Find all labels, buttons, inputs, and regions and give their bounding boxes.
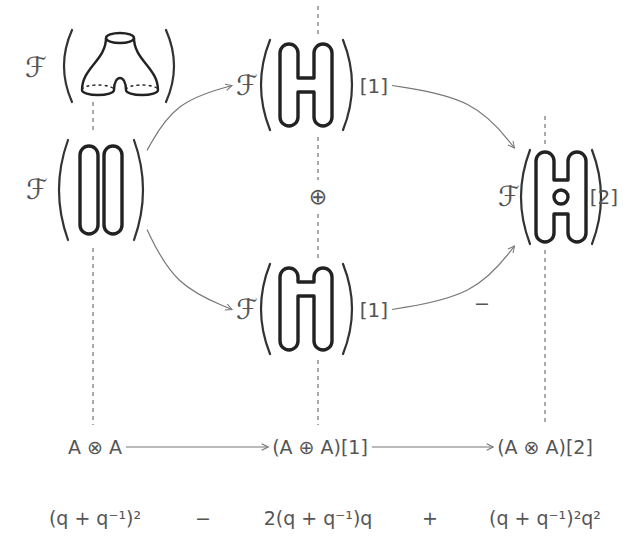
graded-dimension: 2(q + q⁻¹)q (264, 509, 373, 528)
parenthesis (166, 30, 174, 102)
sign: + (422, 509, 438, 528)
map-arrow (392, 86, 514, 149)
parenthesis (261, 264, 270, 354)
parenthesis (261, 40, 270, 130)
smoothing-shape (536, 152, 586, 242)
direct-sum-sign: ⊕ (309, 186, 327, 208)
graded-dimension: (q + q⁻¹)² (49, 509, 141, 528)
cobordism (64, 30, 174, 102)
parenthesis (521, 150, 530, 244)
cobordism-top-circle (106, 33, 134, 43)
parenthesis (343, 264, 352, 354)
term-label: ℱ (236, 296, 258, 324)
module-term: (A ⊕ A)[1] (268, 433, 372, 461)
resolution-term: ℱ [2] (494, 148, 622, 246)
map-arrow (147, 230, 232, 310)
term-label: ℱ (498, 183, 520, 211)
dashed-guide (318, 137, 319, 180)
dashed-guide (318, 6, 319, 34)
dashed-guide (318, 214, 319, 258)
dashed-guides (93, 6, 545, 425)
resolution-left (59, 140, 143, 240)
parenthesis (134, 140, 143, 240)
term-label: A ⊗ A (68, 436, 122, 458)
graded-dimension: (q + q⁻¹)²q² (489, 509, 601, 528)
parenthesis (59, 140, 68, 240)
term-label: ℱ (26, 176, 48, 204)
map-arrow (126, 446, 268, 447)
term-label: ℱ (236, 72, 258, 100)
module-term: (A ⊗ A)[2] (493, 433, 597, 461)
map-arrow (372, 446, 493, 447)
parenthesis (64, 30, 72, 102)
dashed-guide (93, 248, 94, 425)
degree-shift: [2] (590, 187, 618, 207)
resolution-term: ℱ (22, 135, 147, 245)
resolution-right (521, 150, 601, 244)
circle-component (554, 190, 568, 204)
map-arrow (392, 246, 514, 310)
degree-shift: [1] (360, 76, 388, 96)
circle-component (80, 146, 98, 234)
dashed-guide (545, 116, 546, 145)
resolution-bottom (261, 264, 352, 354)
cobordism-hidden-edge (82, 85, 158, 90)
resolution-term: ℱ [1] (232, 262, 392, 357)
dashed-guide (545, 250, 546, 425)
module-term: A ⊗ A (64, 433, 126, 461)
smoothing-shape (280, 44, 332, 126)
smoothing-shape (280, 268, 332, 350)
map-arrow (147, 86, 232, 151)
degree-shift: [1] (360, 300, 388, 320)
cobordism-surface (82, 38, 158, 90)
sign: − (195, 509, 211, 528)
term-label: (A ⊕ A)[1] (272, 436, 368, 458)
resolution-top (261, 40, 352, 130)
dashed-guide (93, 102, 94, 132)
resolution-term: ℱ [1] (232, 38, 392, 133)
cobordism-label: ℱ (25, 54, 47, 82)
parenthesis (343, 40, 352, 130)
term-label: (A ⊗ A)[2] (497, 436, 593, 458)
sign-label: − (472, 294, 492, 313)
circle-component (104, 146, 122, 234)
dashed-guide (318, 360, 319, 425)
cobordism-bottom-circle (82, 90, 158, 95)
